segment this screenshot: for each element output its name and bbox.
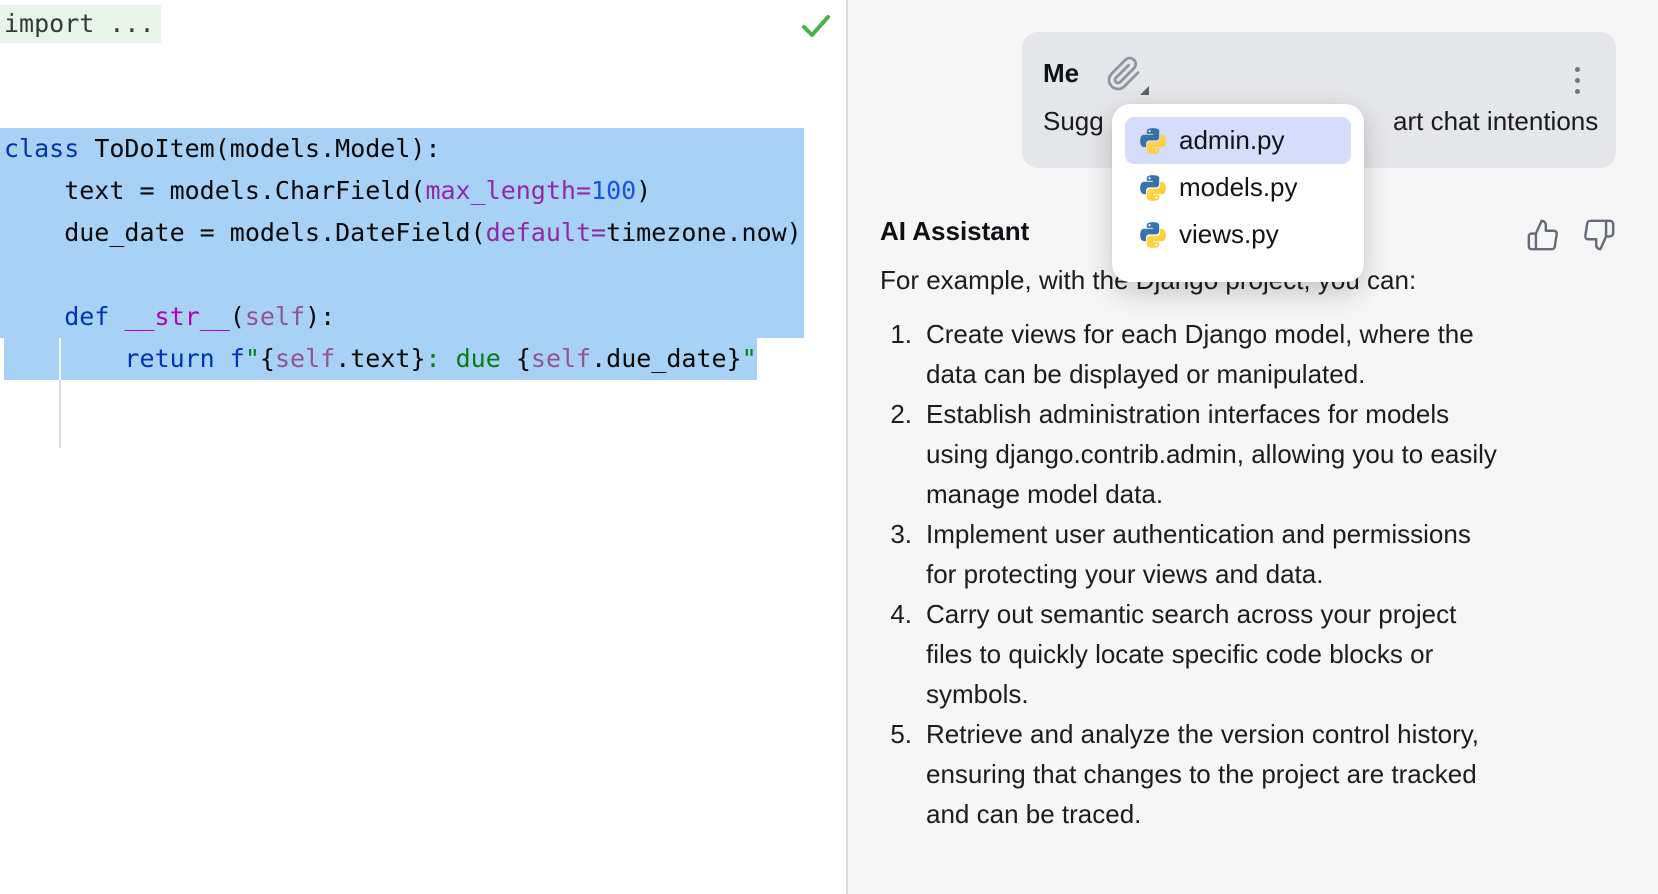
list-item-line: Create views for each Django model, wher…: [926, 319, 1474, 349]
list-item-line: symbols.: [926, 679, 1029, 709]
code-token: }: [726, 344, 742, 373]
file-attachment-popup: admin.py models.py views.py: [1112, 104, 1364, 282]
list-item-line: Implement user authentication and permis…: [926, 519, 1471, 549]
python-icon: [1140, 174, 1166, 201]
list-item-line: and can be traced.: [926, 799, 1142, 829]
code-token: [215, 344, 230, 373]
assistant-list-item: 4. Carry out semantic search across your …: [880, 594, 1650, 714]
file-popup-item-views.py[interactable]: views.py: [1125, 211, 1351, 258]
list-item-number: 1.: [890, 319, 912, 349]
list-item-text: Implement user authentication and permis…: [926, 514, 1471, 594]
kebab-menu-icon[interactable]: [1566, 58, 1588, 102]
attachment-dropdown-arrow-icon[interactable]: [1140, 86, 1149, 95]
selected-code-text: return f"{self.text}: due {self.due_date…: [4, 338, 757, 380]
list-item-text: Retrieve and analyze the version control…: [926, 714, 1479, 834]
code-token: def: [64, 302, 110, 331]
paperclip-icon[interactable]: [1106, 56, 1142, 92]
code-token: max_length=: [425, 176, 592, 205]
user-message-start: Sugg: [1043, 106, 1104, 136]
code-editor[interactable]: import ... class ToDoItem(models.Model):…: [0, 0, 846, 894]
code-token: f: [229, 344, 245, 373]
code-token: default=: [485, 218, 607, 247]
code-block: class ToDoItem(models.Model): text = mod…: [0, 128, 804, 380]
code-token: {: [515, 344, 531, 373]
code-line[interactable]: due_date = models.DateField(default=time…: [0, 212, 804, 254]
file-name-label: admin.py: [1179, 125, 1285, 155]
assistant-list-item: 2. Establish administration interfaces fo…: [880, 394, 1650, 514]
code-token: self: [244, 302, 306, 331]
code-token: {: [259, 344, 275, 373]
code-token: (: [229, 302, 245, 331]
python-icon: [1140, 127, 1166, 154]
user-name: Me: [1043, 58, 1080, 88]
code-token: self: [274, 344, 336, 373]
assistant-message-header: AI Assistant: [880, 216, 1640, 256]
code-token: class: [4, 134, 80, 163]
list-item-line: ensuring that changes to the project are…: [926, 759, 1477, 789]
code-token: [4, 344, 124, 373]
list-item-line: Establish administration interfaces for …: [926, 399, 1450, 429]
code-token: }: [410, 344, 426, 373]
code-token: [109, 302, 124, 331]
list-item-text: Create views for each Django model, wher…: [926, 314, 1474, 394]
thumbs-up-icon[interactable]: [1526, 218, 1560, 252]
code-token: .due_date: [591, 344, 727, 373]
code-token: : due: [425, 344, 516, 373]
inspection-ok-checkmark-icon[interactable]: [798, 8, 834, 44]
assistant-name: AI Assistant: [880, 216, 1030, 246]
list-item-number: 4.: [890, 599, 912, 629]
code-token: .text: [335, 344, 411, 373]
code-line[interactable]: text = models.CharField(max_length=100): [0, 170, 804, 212]
indent-guide: [59, 380, 61, 448]
file-popup-item-admin.py[interactable]: admin.py: [1125, 117, 1351, 164]
assistant-list-item: 3. Implement user authentication and perm…: [880, 514, 1650, 594]
code-token: self: [530, 344, 592, 373]
code-token: timezone.now): [606, 218, 802, 247]
file-name-label: models.py: [1179, 172, 1298, 202]
python-icon: [1140, 221, 1166, 248]
code-token: ": [741, 344, 757, 373]
assistant-list-item: 5. Retrieve and analyze the version contr…: [880, 714, 1650, 834]
code-token: due_date = models.DateField(: [4, 218, 486, 247]
code-line[interactable]: class ToDoItem(models.Model):: [0, 128, 804, 170]
code-line[interactable]: def __str__(self):: [0, 296, 804, 338]
list-item-line: for protecting your views and data.: [926, 559, 1324, 589]
file-popup-item-models.py[interactable]: models.py: [1125, 164, 1351, 211]
panel-divider[interactable]: [846, 0, 848, 894]
code-token: ): [636, 176, 652, 205]
list-item-line: using django.contrib.admin, allowing you…: [926, 439, 1497, 469]
ai-assistant-panel: Me Sugg art chat intentions admin.py mode…: [848, 0, 1658, 894]
code-token: 100: [591, 176, 637, 205]
code-line[interactable]: return f"{self.text}: due {self.due_date…: [0, 338, 804, 380]
user-message-text: Sugg art chat intentions: [1043, 106, 1598, 140]
list-item-number: 5.: [890, 719, 912, 749]
code-token: ):: [305, 302, 336, 331]
list-item-number: 3.: [890, 519, 912, 549]
list-item-line: data can be displayed or manipulated.: [926, 359, 1366, 389]
user-message-end: art chat intentions: [1393, 106, 1599, 136]
code-token: ToDoItem(models.Model):: [79, 134, 441, 163]
code-token: text = models.CharField(: [4, 176, 426, 205]
code-token: ": [244, 344, 260, 373]
thumbs-down-icon[interactable]: [1582, 218, 1616, 252]
list-item-text: Carry out semantic search across your pr…: [926, 594, 1456, 714]
list-item-line: Retrieve and analyze the version control…: [926, 719, 1480, 749]
file-name-label: views.py: [1179, 219, 1279, 249]
list-item-line: files to quickly locate specific code bl…: [926, 639, 1434, 669]
list-item-text: Establish administration interfaces for …: [926, 394, 1497, 514]
assistant-list-item: 1. Create views for each Django model, wh…: [880, 314, 1650, 394]
list-item-line: Carry out semantic search across your pr…: [926, 599, 1457, 629]
indent-guide: [59, 338, 61, 380]
list-item-line: manage model data.: [926, 479, 1164, 509]
code-token: __str__: [124, 302, 230, 331]
code-line[interactable]: [0, 254, 804, 296]
folded-import-region[interactable]: import ...: [0, 5, 161, 43]
assistant-numbered-list: 1. Create views for each Django model, wh…: [880, 314, 1650, 834]
code-token: [4, 302, 64, 331]
code-token: return: [124, 344, 215, 373]
list-item-number: 2.: [890, 399, 912, 429]
